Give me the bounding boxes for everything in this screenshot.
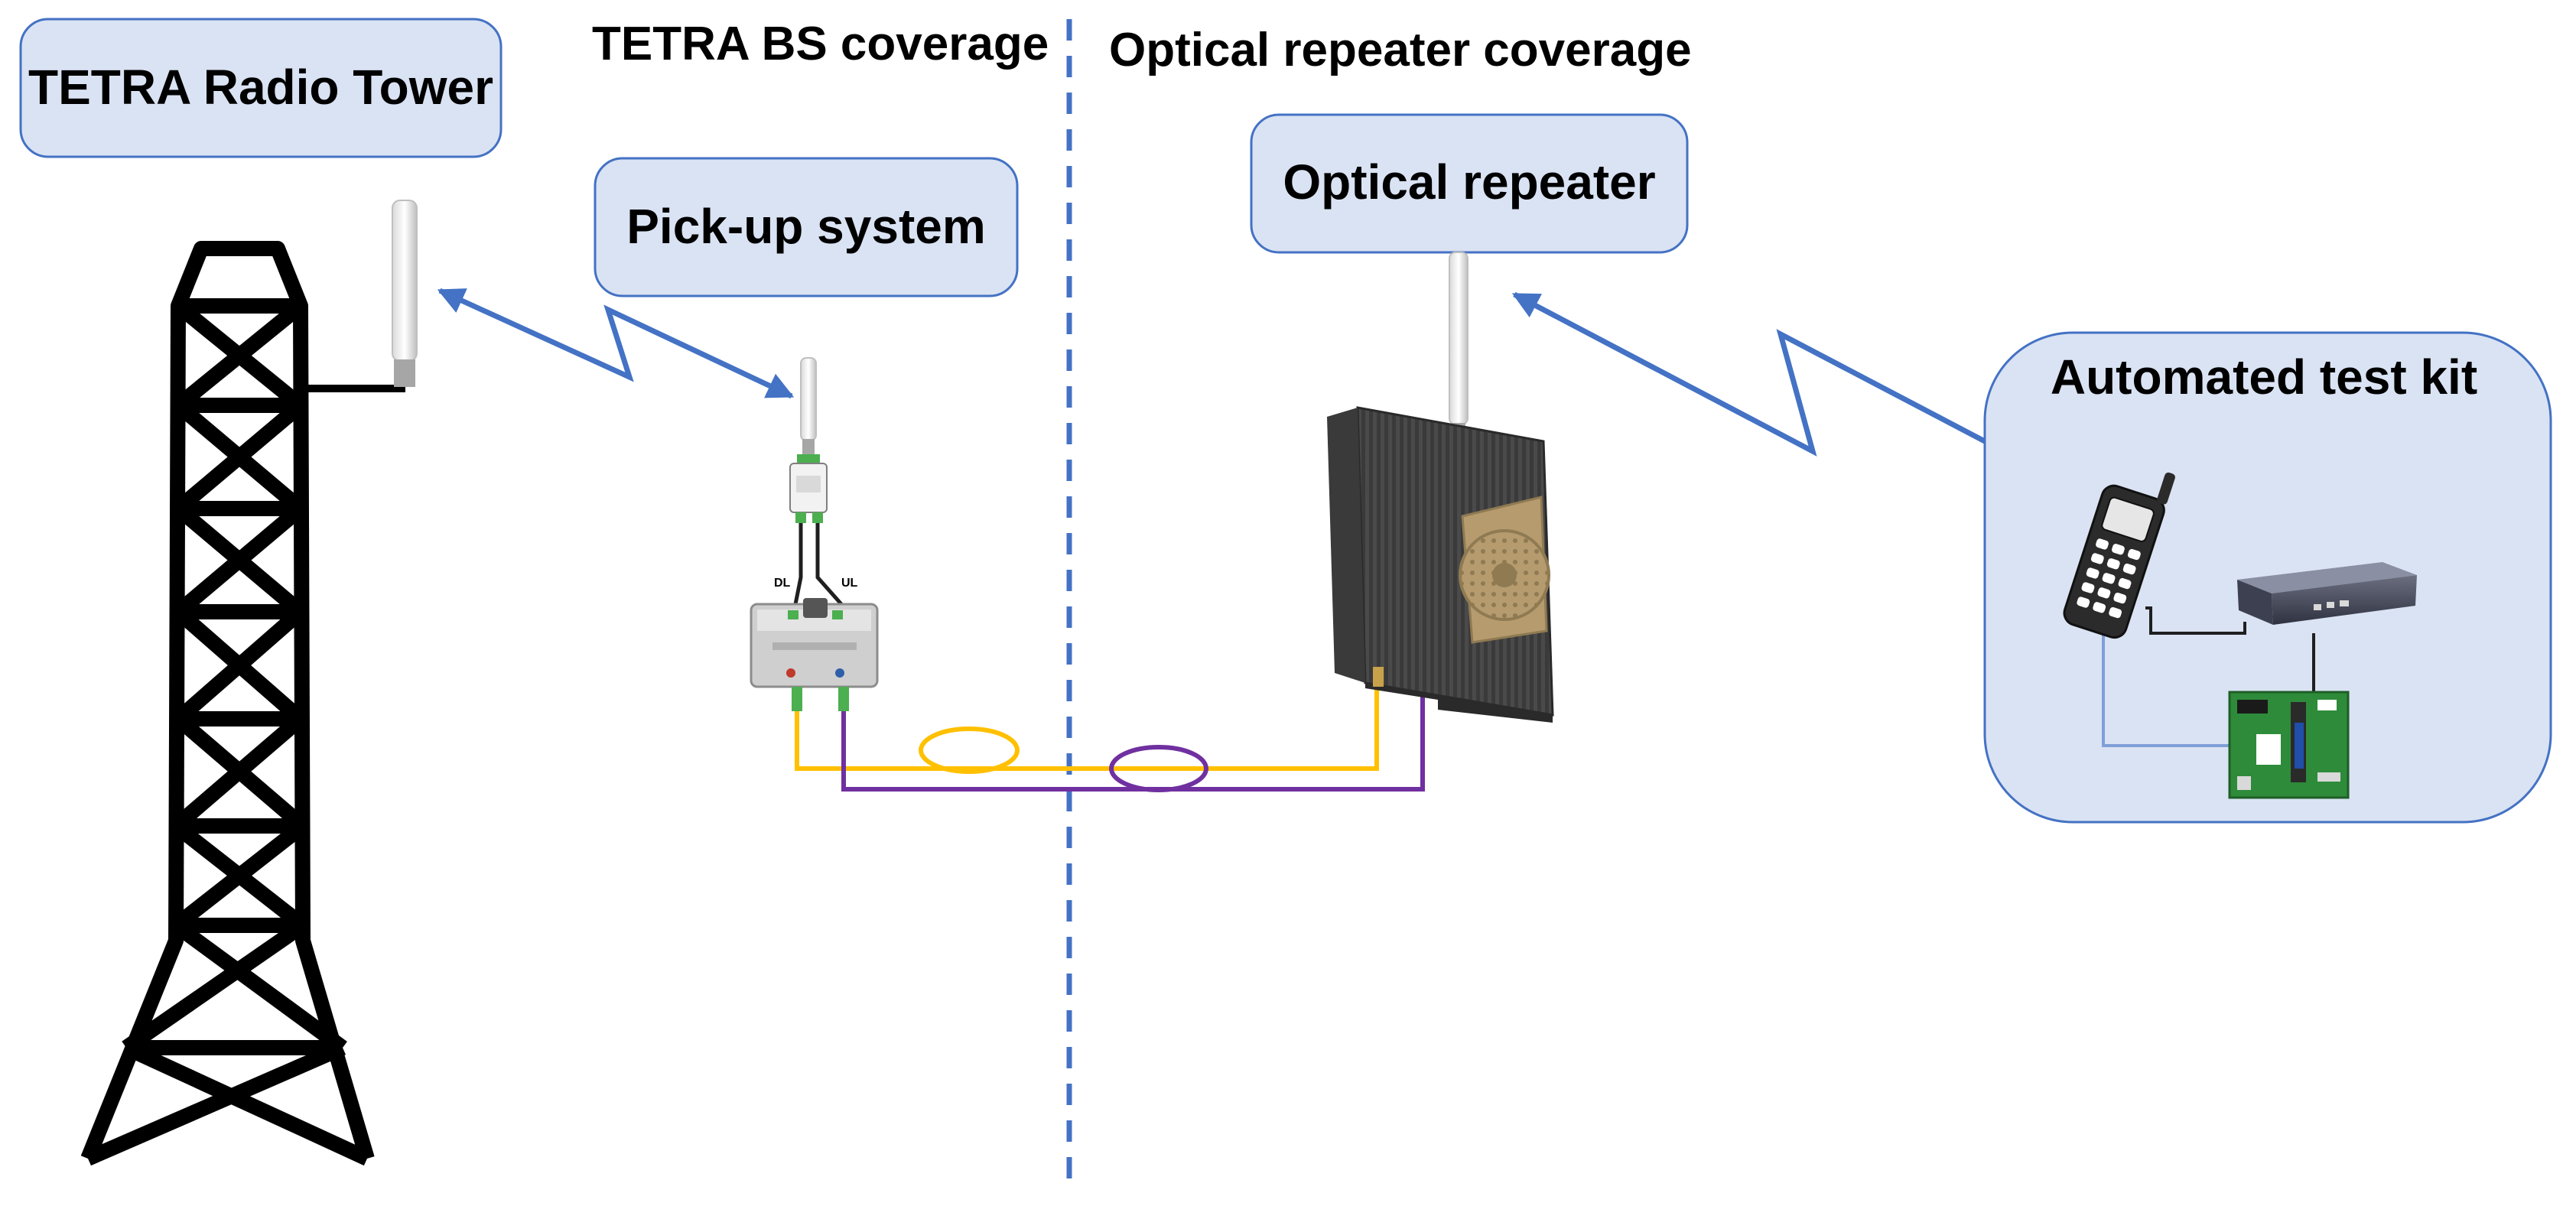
transceiver-icon — [750, 598, 879, 711]
pickup-antenna-icon — [800, 357, 817, 454]
power-bank-icon — [2237, 562, 2417, 625]
repeater-icon — [1327, 252, 1554, 723]
testkit-wire-dark — [2145, 606, 2246, 635]
pickup-label: Pick-up system — [626, 199, 986, 254]
repeater-label-box: Optical repeater — [1250, 113, 1689, 254]
ul-port-label: UL — [841, 577, 858, 590]
pickup-label-box: Pick-up system — [594, 157, 1019, 297]
repeater-label: Optical repeater — [1283, 154, 1655, 210]
optical-repeater-coverage-label: Optical repeater coverage — [1109, 24, 1692, 76]
tetra-bs-coverage-label: TETRA BS coverage — [592, 18, 1049, 70]
testkit-label: Automated test kit — [2051, 349, 2477, 405]
fiber-dl-coil — [919, 727, 1020, 774]
fan-icon — [1459, 496, 1550, 644]
radio-handset-icon — [2063, 472, 2175, 639]
fiber-ul-coil — [1109, 745, 1208, 792]
rf-link-repeater-testkit — [1511, 291, 2080, 492]
fiber-dl — [795, 679, 1379, 774]
rf-link-tower-pickup — [437, 288, 795, 399]
pickup-system: DL UL — [750, 357, 879, 711]
testkit-wire-blue — [2102, 632, 2230, 747]
tower-label-box: TETRA Radio Tower — [19, 18, 503, 158]
dl-port-label: DL — [774, 577, 791, 590]
tower-icon — [80, 241, 405, 1166]
tower-label: TETRA Radio Tower — [28, 60, 493, 115]
fiber-ul — [841, 679, 1425, 792]
circuit-board-icon — [2228, 691, 2350, 799]
tower-antenna-icon — [392, 200, 418, 387]
